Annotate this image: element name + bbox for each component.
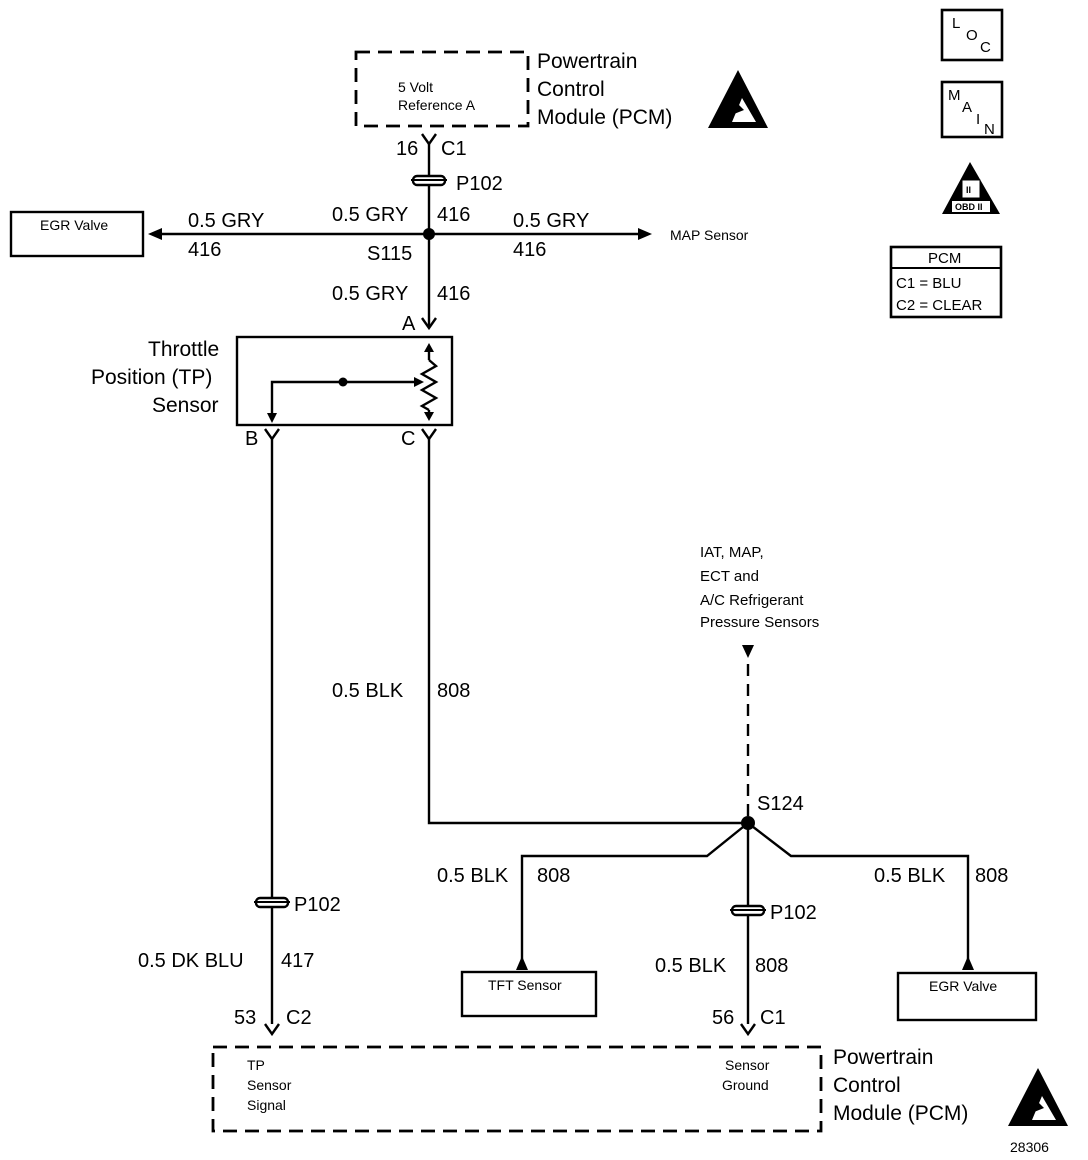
s115-right-wire: 0.5 GRY	[513, 210, 589, 232]
tft-wire-label: 0.5 BLK	[437, 865, 509, 887]
pcm-top-title-line2: Control	[537, 78, 605, 101]
svg-text:C1 = BLU: C1 = BLU	[896, 275, 961, 292]
egr-valve-bottom-label: EGR Valve	[929, 978, 997, 994]
svg-text:II: II	[966, 185, 971, 195]
arrow-up-icon	[516, 956, 528, 970]
tp-title-line2: Position (TP)	[91, 366, 212, 389]
esd-warning-icon	[708, 70, 768, 128]
pcm-bottom-title-line2: Control	[833, 1074, 901, 1097]
pcm-bottom-title-line3: Module (PCM)	[833, 1102, 968, 1125]
pin-fork	[264, 1023, 280, 1037]
wire-808-tft	[520, 822, 749, 960]
svg-text:N: N	[984, 121, 995, 138]
p102-connector-icon	[411, 174, 447, 187]
pcm-top-title-line1: Powertrain	[537, 50, 637, 73]
s115-right-circuit: 416	[513, 239, 546, 261]
main-icon: M A I N	[940, 80, 1004, 139]
signal-p102-label: P102	[294, 894, 341, 916]
s115-down-circuit: 416	[437, 283, 470, 305]
egr-valve-bottom-box	[896, 971, 1038, 1022]
pin-fork	[264, 428, 280, 442]
ground-connector: C1	[760, 1007, 786, 1029]
p102-top-label: P102	[456, 173, 503, 195]
p102-connector-icon	[730, 904, 766, 917]
tft-sensor-label: TFT Sensor	[488, 977, 562, 993]
map-sensor-label: MAP Sensor	[670, 227, 749, 243]
pcm-top-pin: 16	[396, 138, 418, 160]
tft-circuit-label: 808	[537, 865, 570, 887]
svg-text:O: O	[966, 27, 978, 44]
obd-ii-icon: II OBD II	[942, 162, 1000, 214]
svg-text:I: I	[976, 111, 980, 128]
tp-title-line3: Sensor	[152, 394, 219, 417]
loc-icon: L O C	[940, 8, 1004, 62]
pcm-top-ref-line1: 5 Volt	[398, 79, 433, 95]
svg-text:C: C	[980, 39, 991, 56]
pcm-bottom-signal-line1: TP	[247, 1057, 265, 1073]
egr-wire-label: 0.5 BLK	[874, 865, 946, 887]
ground-circuit-label: 808	[755, 955, 788, 977]
pcm-top-title-line3: Module (PCM)	[537, 106, 672, 129]
pcm-bottom-title-line1: Powertrain	[833, 1046, 933, 1069]
pcm-top-box	[354, 50, 530, 128]
p102-connector-icon	[254, 896, 290, 909]
ground-p102-label: P102	[770, 902, 817, 924]
wire-808-circuit: 808	[437, 680, 470, 702]
pcm-top-ref-line2: Reference A	[398, 97, 476, 113]
egr-circuit-label: 808	[975, 865, 1008, 887]
arrow-left-icon	[148, 228, 162, 240]
svg-text:M: M	[948, 87, 961, 104]
s115-label: S115	[367, 243, 412, 265]
pin-fork	[421, 428, 437, 442]
signal-wire-label: 0.5 DK BLU	[138, 950, 244, 972]
wire-808-tp	[427, 439, 748, 825]
s115-left-circuit: 416	[188, 239, 221, 261]
ground-wire-label: 0.5 BLK	[655, 955, 727, 977]
figure-number: 28306	[1010, 1139, 1049, 1155]
s115-up-circuit: 416	[437, 204, 470, 226]
pcm-bottom-signal-line3: Signal	[247, 1097, 286, 1113]
arrow-down-icon	[742, 645, 754, 658]
svg-text:PCM: PCM	[928, 250, 961, 267]
signal-circuit-label: 417	[281, 950, 314, 972]
signal-pin: 53	[234, 1007, 256, 1029]
pcm-connector-legend: PCM C1 = BLU C2 = CLEAR	[889, 245, 1003, 319]
pcm-top-connector: C1	[441, 138, 467, 160]
signal-connector: C2	[286, 1007, 312, 1029]
s124-label: S124	[757, 793, 804, 815]
potentiometer-icon	[267, 343, 439, 423]
svg-text:A: A	[962, 99, 972, 116]
pcm-bottom-ground-line1: Sensor	[725, 1057, 770, 1073]
s115-up-wire: 0.5 GRY	[332, 204, 408, 226]
pin-fork	[740, 1023, 756, 1037]
svg-text:OBD II: OBD II	[955, 202, 983, 212]
egr-valve-top-box	[9, 210, 145, 258]
pcm-bottom-signal-line2: Sensor	[247, 1077, 292, 1093]
s115-left-wire: 0.5 GRY	[188, 210, 264, 232]
arrow-right-icon	[638, 228, 652, 240]
other-sensors-line2: ECT and	[700, 568, 759, 585]
other-sensors-line1: IAT, MAP,	[700, 544, 764, 561]
esd-warning-icon	[1008, 1068, 1068, 1126]
tp-pin-b: B	[245, 428, 258, 450]
svg-text:C2 = CLEAR: C2 = CLEAR	[896, 297, 982, 314]
other-sensors-line4: Pressure Sensors	[700, 614, 819, 631]
pin-fork	[421, 317, 437, 331]
egr-valve-top-label: EGR Valve	[40, 217, 108, 233]
tft-sensor-box	[460, 970, 598, 1018]
tp-pin-c: C	[401, 428, 415, 450]
tp-title-line1: Throttle	[148, 338, 219, 361]
arrow-up-icon	[962, 956, 974, 970]
other-sensors-line3: A/C Refrigerant	[700, 592, 804, 609]
pcm-bottom-box	[211, 1045, 823, 1133]
wire-808-egr	[747, 822, 970, 960]
wire-808-label: 0.5 BLK	[332, 680, 404, 702]
pin-fork	[421, 133, 437, 147]
svg-text:L: L	[952, 15, 960, 32]
tp-pin-a: A	[402, 313, 416, 335]
pcm-bottom-ground-line2: Ground	[722, 1077, 769, 1093]
s115-down-wire: 0.5 GRY	[332, 283, 408, 305]
ground-pin: 56	[712, 1007, 734, 1029]
